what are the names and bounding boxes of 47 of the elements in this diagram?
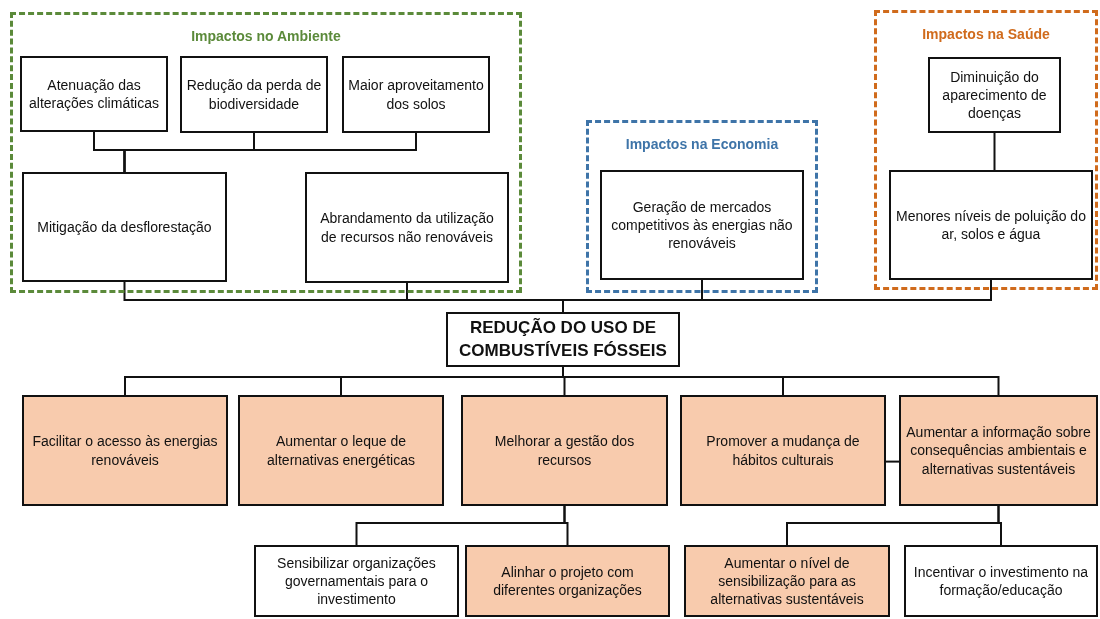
group-title: Impactos no Ambiente <box>191 27 341 46</box>
connector-line <box>993 132 996 171</box>
group-frame <box>10 12 522 293</box>
box-text: Melhorar a gestão dos recursos <box>493 432 636 469</box>
action-box <box>899 395 1098 506</box>
box-text: Incentivar o investimento na formação/educação <box>912 562 1090 600</box>
box-text: Menores níveis de poluição do ar, solos e água <box>895 206 1087 244</box>
process-box <box>180 56 328 133</box>
connector-line <box>563 505 569 546</box>
group-title: Impactos na Economia <box>625 135 779 154</box>
box-text: Aumentar a informação sobre consequências ambientais e alternativas sustentáveis <box>905 423 1092 478</box>
action-box <box>461 395 668 506</box>
action-box <box>465 545 670 617</box>
connector-line <box>123 132 417 173</box>
process-box <box>20 56 168 132</box>
group-frame <box>874 10 1098 290</box>
process-box <box>904 545 1098 617</box>
process-box <box>305 172 509 283</box>
box-text: Aumentar o leque de alternativas energéticas <box>266 432 416 469</box>
box-text: Promover a mudança de hábitos culturais <box>705 432 861 469</box>
box-text: Atenuação das alterações climáticas <box>28 75 160 113</box>
main-box <box>446 312 680 367</box>
process-box <box>600 170 804 280</box>
process-box <box>254 545 459 617</box>
process-box <box>22 172 227 282</box>
connector-line <box>997 505 1002 546</box>
process-box <box>889 170 1093 280</box>
action-box <box>684 545 890 617</box>
box-text: Sensibilizar organizações governamentais para o investimento <box>276 553 437 609</box>
box-text: Facilitar o acesso às energias renováveis <box>31 432 219 469</box>
action-box <box>680 395 886 506</box>
box-text: Alinhar o projeto com diferentes organizações <box>492 562 643 600</box>
action-box <box>22 395 228 506</box>
group-title: Impactos na Saúde <box>922 25 1050 44</box>
box-text: Redução da perda de biodiversidade <box>186 76 322 113</box>
connector-line <box>885 460 900 463</box>
box-text: Geração de mercados competitivos às energias não renováveis <box>610 197 794 253</box>
process-box <box>342 56 490 133</box>
box-text: Maior aproveitamento dos solos <box>348 76 484 113</box>
box-text: Mitigação da desflorestação <box>37 217 212 237</box>
box-text: REDUÇÃO DO USO DE COMBUSTÍVEIS FÓSSEIS <box>458 317 668 362</box>
group-frame <box>586 120 818 293</box>
box-text: Abrandamento da utilização de recursos não renováveis <box>319 209 495 246</box>
box-text: Aumentar o nível de sensibilização para as alternativas sustentáveis <box>709 553 865 609</box>
process-box <box>928 57 1061 133</box>
action-box <box>238 395 444 506</box>
box-text: Diminuição do aparecimento de doenças <box>941 67 1048 123</box>
